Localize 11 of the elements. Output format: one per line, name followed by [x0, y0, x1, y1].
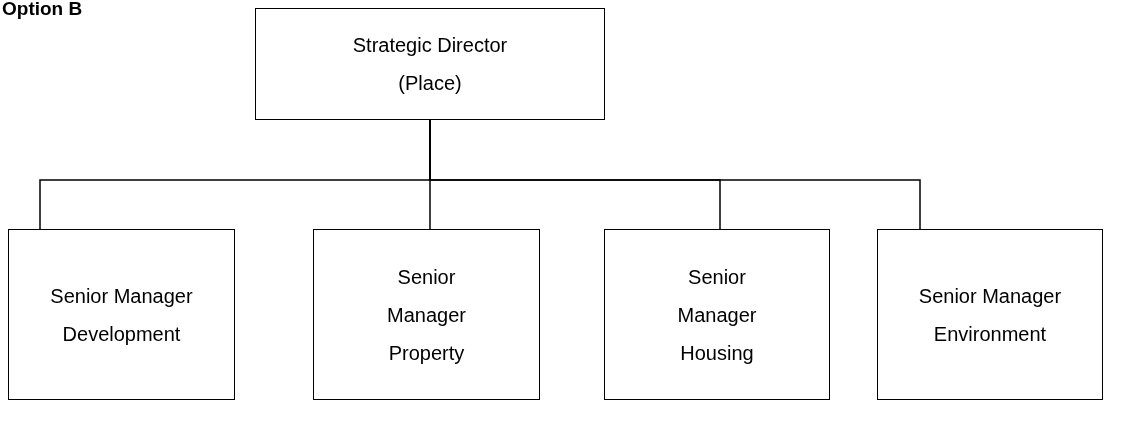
org-box	[255, 8, 605, 120]
role-title: Senior Manager Development	[49, 283, 194, 347]
diagram-title: Option B	[2, 0, 83, 20]
role-title: Strategic Director (Place)	[351, 33, 509, 96]
org-box	[604, 229, 830, 400]
org-box	[877, 229, 1103, 400]
role-title: Senior Manager Property	[386, 264, 467, 366]
org-box	[313, 229, 540, 400]
role-title: Senior Manager Housing	[676, 264, 758, 366]
role-title: Senior Manager Environment	[917, 283, 1063, 347]
org-box	[8, 229, 235, 400]
